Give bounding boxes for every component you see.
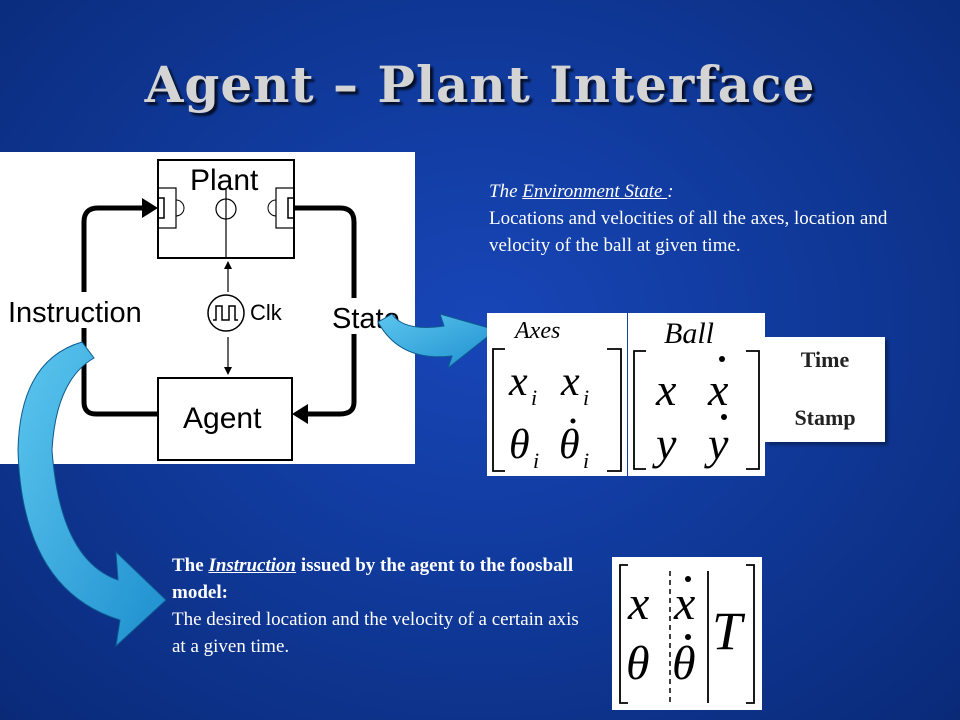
- state-arrowhead: [292, 404, 308, 424]
- instruction-heading: The Instruction issued by the agent to t…: [172, 555, 574, 603]
- ball-label: Ball: [664, 317, 714, 350]
- plant-agent-diagram: Plant Agent Instruction State Clk: [0, 152, 415, 464]
- svg-text:x: x: [673, 577, 695, 630]
- environment-body: Locations and velocities of all the axes…: [489, 208, 888, 256]
- time-stamp-line1: Time: [800, 347, 850, 372]
- ball-matrix-svg: Ball x x y y: [633, 317, 760, 470]
- environment-heading: The Environment State :: [489, 181, 674, 202]
- svg-text:θ: θ: [559, 422, 580, 468]
- time-stamp-line2: Stamp: [794, 405, 856, 430]
- svg-text:x: x: [627, 577, 649, 630]
- clock-wave: [213, 305, 238, 321]
- svg-text:x: x: [707, 364, 729, 415]
- ball-matrix: Ball x x y y: [628, 313, 765, 476]
- time-stamp-box: Time Stamp: [765, 337, 885, 442]
- axes-matrix-svg: Axes x i x i θ i θ i: [492, 318, 622, 473]
- svg-text:i: i: [583, 385, 589, 410]
- state-label: State: [332, 303, 400, 335]
- instruction-arrowhead: [142, 198, 158, 218]
- left-goal-arc: [175, 199, 185, 217]
- svg-text:T: T: [712, 601, 746, 661]
- svg-text:i: i: [533, 448, 539, 473]
- instruction-matrix-svg: x x θ θ T: [619, 564, 755, 704]
- instruction-body: The desired location and the velocity of…: [172, 609, 579, 657]
- field-center-circle: [215, 198, 237, 220]
- plant-label: Plant: [190, 164, 259, 197]
- svg-text:θ: θ: [626, 637, 650, 690]
- slide-title: Agent – Plant Interface: [144, 55, 816, 114]
- svg-text:x: x: [655, 364, 677, 415]
- agent-label: Agent: [183, 402, 262, 435]
- svg-text:θ: θ: [509, 422, 530, 468]
- clock-icon: [207, 294, 245, 332]
- environment-state-description: The Environment State : Locations and ve…: [489, 178, 919, 259]
- svg-text:y: y: [652, 418, 677, 469]
- diagram-canvas: Plant Agent Instruction State Clk: [4, 159, 412, 461]
- instruction-description: The Instruction issued by the agent to t…: [172, 552, 592, 660]
- svg-text:x: x: [560, 359, 580, 405]
- right-goal-arc: [267, 199, 277, 217]
- svg-text:θ: θ: [672, 637, 696, 690]
- svg-text:y: y: [704, 418, 729, 469]
- svg-text:i: i: [531, 385, 537, 410]
- instruction-matrix: x x θ θ T: [612, 557, 762, 710]
- clock-label: Clk: [250, 300, 283, 325]
- axes-label: Axes: [513, 318, 560, 344]
- svg-text:x: x: [508, 359, 528, 405]
- agent-box: [157, 377, 293, 461]
- instruction-label: Instruction: [8, 297, 142, 329]
- svg-text:i: i: [583, 448, 589, 473]
- axes-matrix: Axes x i x i θ i θ i: [487, 313, 627, 476]
